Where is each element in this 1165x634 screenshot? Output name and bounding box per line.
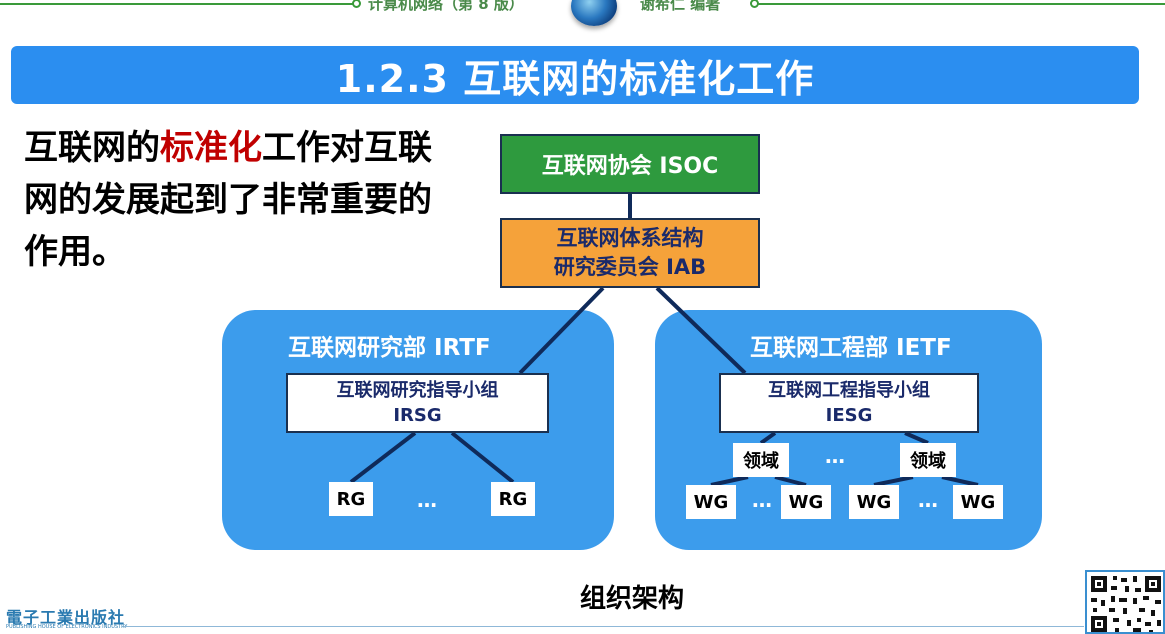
- line-iesg-area1: [759, 431, 777, 445]
- line-irsg-rg2: [450, 431, 515, 484]
- publisher-name-cn: 電子工業出版社: [6, 608, 126, 627]
- iab-box: 互联网体系结构 研究委员会 IAB: [500, 218, 760, 288]
- slide-title-bar: 1.2.3 互联网的标准化工作: [11, 46, 1139, 104]
- isoc-box: 互联网协会 ISOC: [500, 134, 760, 194]
- rg-ellipsis: …: [417, 488, 437, 512]
- irtf-title: 互联网研究部 IRTF: [288, 335, 491, 361]
- publisher-name-en: PUBLISHING HOUSE OF ELECTRONICS INDUSTRY: [6, 624, 128, 630]
- line-irsg-rg1: [349, 431, 417, 484]
- line-area2-wg4: [941, 475, 979, 487]
- ietf-title: 互联网工程部 IETF: [750, 335, 952, 361]
- wg-box: WG: [849, 485, 899, 519]
- line-iesg-area2: [904, 431, 929, 445]
- irsg-label-line1: 互联网研究指导小组: [336, 380, 499, 401]
- footer-line: [124, 626, 1084, 627]
- header-book-title: 计算机网络（第 8 版）: [368, 0, 524, 13]
- iab-label-line1: 互联网体系结构: [556, 226, 704, 250]
- wg-box: WG: [781, 485, 831, 519]
- diagram-caption: 组织架构: [580, 584, 685, 614]
- iesg-label-line1: 互联网工程指导小组: [768, 380, 930, 401]
- wg-box: WG: [686, 485, 736, 519]
- wg-ellipsis: …: [918, 488, 938, 512]
- iab-label-line2: 研究委员会 IAB: [553, 255, 707, 279]
- irsg-label-line2: IRSG: [393, 405, 442, 426]
- slide-title: 1.2.3 互联网的标准化工作: [335, 56, 815, 101]
- rg-box: RG: [329, 482, 373, 516]
- irsg-box: 互联网研究指导小组 IRSG: [286, 373, 549, 433]
- isoc-label: 互联网协会 ISOC: [541, 154, 719, 179]
- line-iab-irsg: [518, 286, 605, 375]
- header-line-left: [0, 3, 360, 5]
- line-area1-wg2: [774, 475, 807, 487]
- area-box: 领域: [900, 443, 956, 477]
- line-area1-wg1: [710, 475, 749, 487]
- intro-text-after: 工作对互联网的发展起到了非常重要的作用。: [24, 128, 432, 272]
- header-line-dot-left: [352, 0, 361, 8]
- line-area2-wg3: [873, 475, 914, 487]
- line-iab-iesg: [655, 286, 747, 375]
- header-line-right: [758, 3, 1165, 5]
- wg-ellipsis: …: [752, 488, 772, 512]
- rg-box: RG: [491, 482, 535, 516]
- publisher-logo: 電子工業出版社 PUBLISHING HOUSE OF ELECTRONICS …: [6, 604, 136, 632]
- wg-box: WG: [953, 485, 1003, 519]
- qr-code-pattern: [1091, 576, 1161, 632]
- qr-code-icon: [1085, 570, 1165, 634]
- iesg-label-line2: IESG: [825, 405, 873, 426]
- intro-highlight: 标准化: [160, 128, 262, 168]
- intro-text-before: 互联网的: [24, 128, 160, 168]
- iesg-box: 互联网工程指导小组 IESG: [719, 373, 979, 433]
- header-author: 谢希仁 编著: [640, 0, 721, 13]
- intro-paragraph: 互联网的标准化工作对互联网的发展起到了非常重要的作用。: [24, 122, 464, 278]
- area-ellipsis: …: [825, 444, 845, 468]
- area-box: 领域: [733, 443, 789, 477]
